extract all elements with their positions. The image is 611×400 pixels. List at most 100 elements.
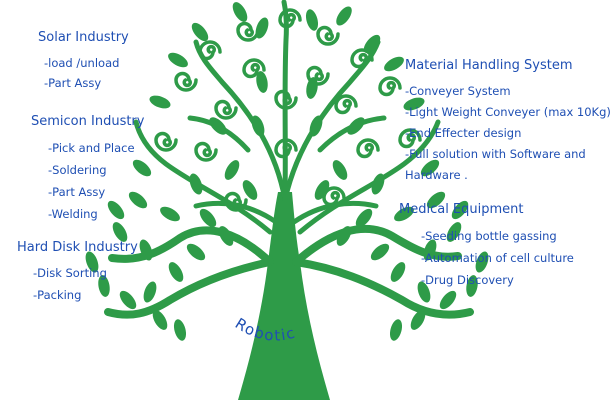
group-item: -Drug Discovery (421, 273, 514, 287)
leaf (209, 117, 227, 135)
leaf (160, 206, 180, 222)
branch (133, 119, 273, 235)
leaf (475, 251, 489, 273)
leaf (251, 115, 265, 137)
leaf (242, 180, 258, 200)
group-item: -load /unload (44, 56, 120, 70)
branch (291, 200, 379, 225)
group-item: -Light Weight Conveyer (max 10Kg) (405, 105, 611, 119)
leaf (336, 226, 352, 246)
group-item: -Welding (48, 207, 98, 221)
leaf (189, 173, 203, 195)
curl (274, 138, 298, 159)
leaf (149, 95, 171, 109)
leaf (191, 22, 209, 42)
branch (292, 258, 474, 319)
branch (292, 224, 462, 266)
leaf (255, 17, 269, 39)
group-item: -Part Assy (44, 76, 102, 90)
leaf (232, 2, 248, 22)
group-item: -Pick and Place (48, 141, 135, 155)
leaf (168, 52, 188, 68)
group-heading: Semicon Industry (31, 114, 145, 129)
group-item: -Part Assy (48, 185, 106, 199)
leaf (309, 115, 323, 137)
leaf (420, 159, 440, 177)
trunk-shape (238, 192, 330, 400)
leaf (394, 206, 414, 222)
curl (274, 89, 298, 110)
leaf (98, 275, 110, 297)
leaf (355, 208, 373, 228)
leaf (384, 56, 404, 72)
curl (236, 21, 260, 42)
leaf (256, 71, 268, 93)
leaf (112, 222, 128, 242)
curl (356, 138, 380, 159)
group-items: -Pick and Place -Soldering -Part Assy -W… (48, 137, 144, 225)
leaf (423, 239, 437, 261)
leaf (347, 117, 365, 135)
curl (194, 141, 218, 162)
curl (214, 99, 238, 120)
leaf (451, 200, 469, 220)
leaf (466, 275, 478, 297)
leaf (446, 222, 462, 242)
group-heading: Solar Industry (38, 30, 129, 45)
leaf (186, 243, 206, 261)
group-semicon-industry: Semicon Industry -Pick and Place -Solder… (31, 114, 144, 225)
leaf (336, 6, 352, 26)
leaf (403, 97, 425, 111)
group-heading: Material Handling System (405, 58, 573, 73)
curl (378, 76, 402, 97)
leaf (218, 226, 234, 246)
leaf (107, 200, 125, 220)
group-medical-equipment: Medical Equipment -Seeding bottle gassin… (399, 202, 574, 291)
group-item: -End Effecter design (405, 126, 522, 140)
leaf (119, 290, 137, 310)
branch (281, 0, 289, 203)
leaf (410, 310, 426, 330)
leaf (143, 281, 157, 303)
curl (224, 191, 248, 212)
leaf (139, 239, 153, 261)
leaf (417, 281, 431, 303)
tree-trunk (238, 192, 330, 400)
leaf (389, 319, 403, 341)
group-material-handling: Material Handling System -Conveyer Syste… (405, 58, 611, 186)
group-heading: Medical Equipment (399, 202, 524, 217)
leaf (168, 262, 184, 282)
curl (198, 40, 222, 61)
leaf (173, 319, 187, 341)
group-solar-industry: Solar Industry -load /unload -Part Assy (38, 30, 129, 93)
group-items: -load /unload -Part Assy (44, 53, 129, 93)
group-items: -Seeding bottle gassing -Automation of c… (421, 225, 574, 291)
branch (297, 119, 441, 235)
leaf (128, 191, 148, 209)
group-item: -Packing (33, 288, 82, 302)
curl (322, 186, 346, 207)
group-item: -Soldering (48, 163, 107, 177)
group-hard-disk-industry: Hard Disk Industry -Disk Sorting -Packin… (17, 240, 138, 306)
curl (334, 94, 358, 115)
group-item: -Disk Sorting (33, 266, 107, 280)
curl (174, 71, 198, 92)
curl (278, 8, 302, 29)
leaf (85, 251, 99, 273)
group-heading: Hard Disk Industry (17, 240, 138, 255)
leaf (370, 243, 390, 261)
leaf (371, 173, 385, 195)
group-item: -Conveyer System (405, 84, 511, 98)
branch (282, 39, 381, 203)
branch (108, 226, 274, 266)
curl (316, 25, 340, 46)
leaf (426, 191, 446, 209)
group-item: -Seeding bottle gassing (421, 229, 557, 243)
group-item: -Full solution with Software and Hardwar… (405, 147, 586, 182)
leaf (132, 159, 152, 177)
curl (306, 65, 330, 86)
curl (350, 48, 374, 69)
leaf (314, 180, 330, 200)
leaf (390, 262, 406, 282)
